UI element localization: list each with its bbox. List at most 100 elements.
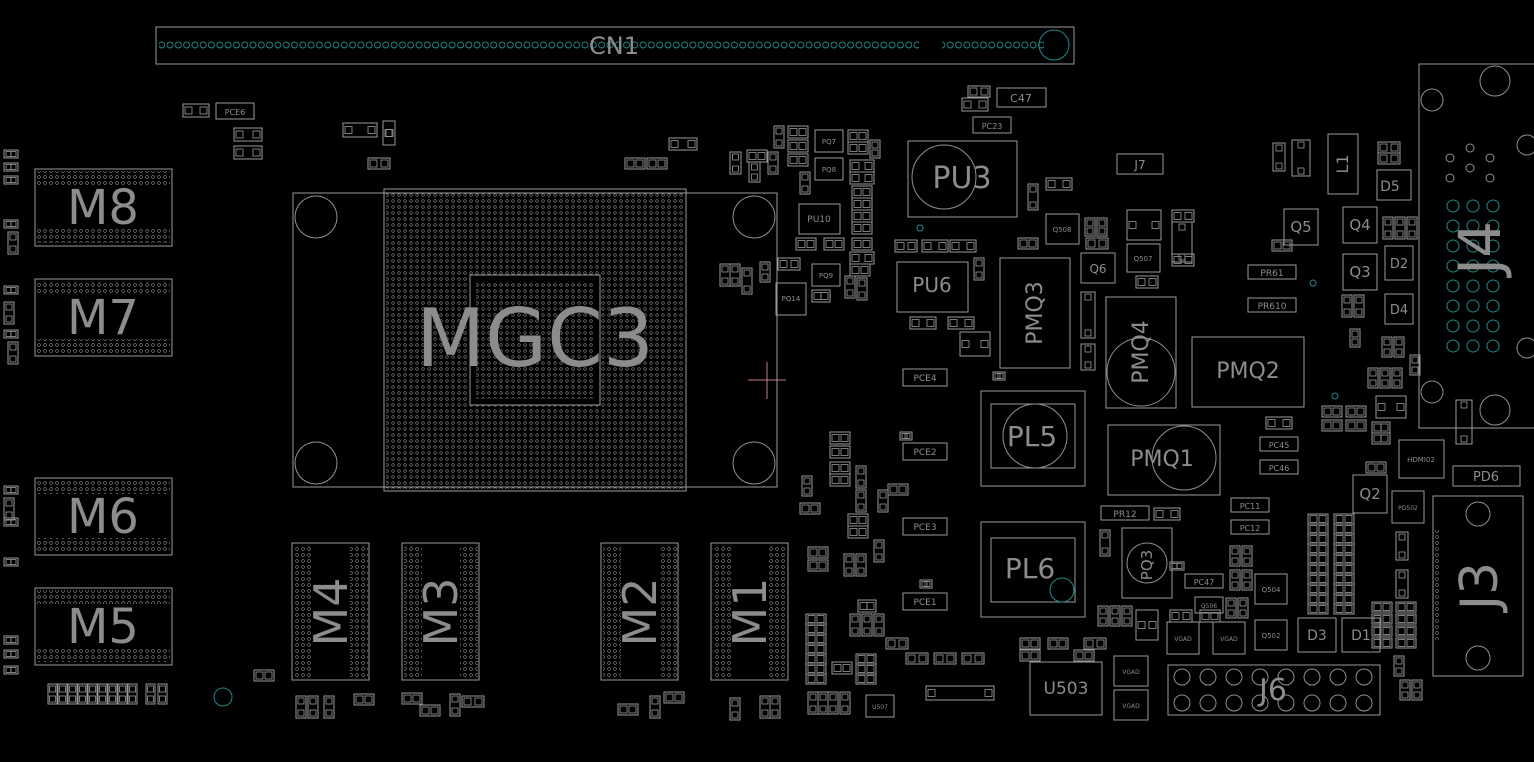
component-q504[interactable]: Q504 <box>1254 573 1288 605</box>
component-pce1[interactable]: PCE1 <box>902 592 948 611</box>
memory-module-m5[interactable]: M5 <box>34 587 173 666</box>
component-vgad-4[interactable]: VGAD <box>1113 689 1149 721</box>
pad <box>1318 535 1327 543</box>
ic-pq14[interactable]: PQ14 <box>775 282 807 316</box>
memory-module-m3[interactable]: M3 <box>401 542 480 681</box>
component-l1[interactable]: L1 <box>1327 133 1359 195</box>
memory-module-m7[interactable]: M7 <box>34 278 173 357</box>
pad <box>5 487 12 493</box>
passive-footprint <box>921 239 949 253</box>
component-pr12[interactable]: PR12 <box>1100 505 1150 521</box>
component-q6[interactable]: Q6 <box>1080 252 1116 284</box>
pad <box>748 152 757 160</box>
component-q2[interactable]: Q2 <box>1352 474 1388 514</box>
passive-footprint <box>849 171 875 185</box>
pad <box>412 694 421 703</box>
pad <box>1275 162 1283 170</box>
inductor-pl5[interactable]: PL5 <box>980 390 1086 487</box>
pad <box>1397 627 1406 635</box>
mosfet-pmq4[interactable]: PMQ4 <box>1105 296 1177 409</box>
component-c47[interactable]: C47 <box>996 87 1047 108</box>
connector-j6[interactable]: J6 <box>1167 664 1381 716</box>
component-pce3[interactable]: PCE3 <box>902 517 948 536</box>
pad <box>1084 345 1092 353</box>
component-vgad-2[interactable]: VGAD <box>1212 621 1246 655</box>
component-hdmi[interactable]: HDMI02 <box>1398 439 1445 479</box>
j4-label: J4 <box>1446 221 1514 278</box>
component-pc45[interactable]: PC45 <box>1259 436 1299 452</box>
component-d4[interactable]: D4 <box>1384 293 1414 325</box>
passive-footprint <box>801 475 813 497</box>
component-j7[interactable]: J7 <box>1116 153 1164 175</box>
pad <box>801 173 809 181</box>
ic-pu3[interactable]: PU3 <box>907 140 1018 218</box>
pmq2-label: PMQ2 <box>1216 359 1280 384</box>
j6-pin <box>1225 668 1243 686</box>
component-pc11[interactable]: PC11 <box>1230 497 1270 513</box>
component-q506[interactable]: Q506 <box>1194 596 1224 614</box>
component-u507[interactable]: U507 <box>865 694 895 718</box>
component-vgad-1[interactable]: VGAD <box>1166 621 1200 655</box>
component-q508[interactable]: Q508 <box>1045 213 1080 245</box>
component-pr61[interactable]: PR61 <box>1247 264 1297 280</box>
component-pq8[interactable]: PQ8 <box>814 157 844 181</box>
ic-u503[interactable]: U503 <box>1029 661 1103 716</box>
pad <box>79 685 86 693</box>
component-d2[interactable]: D2 <box>1384 245 1414 281</box>
component-pd502[interactable]: PD502 <box>1391 490 1425 524</box>
component-pce6[interactable]: PCE6 <box>215 102 255 120</box>
mosfet-pmq1[interactable]: PMQ1 <box>1107 424 1221 496</box>
pad <box>1397 639 1406 647</box>
connector-j4[interactable]: J4 <box>1418 63 1534 429</box>
passive-footprint <box>1353 294 1365 318</box>
component-q4[interactable]: Q4 <box>1342 206 1378 244</box>
ic-pu10[interactable]: PU10 <box>798 203 841 235</box>
component-pc23[interactable]: PC23 <box>972 116 1012 134</box>
memory-module-m8[interactable]: M8 <box>34 168 173 247</box>
component-d3[interactable]: D3 <box>1297 617 1337 653</box>
component-q3[interactable]: Q3 <box>1342 253 1378 291</box>
component-q5[interactable]: Q5 <box>1283 208 1319 246</box>
passive-footprint <box>1455 399 1473 445</box>
component-pc47[interactable]: PC47 <box>1184 573 1224 589</box>
inductor-pl6[interactable]: PL6 <box>980 521 1086 618</box>
pad <box>1128 221 1137 229</box>
memory-module-m4[interactable]: M4 <box>291 542 370 681</box>
passive-footprint <box>885 637 909 650</box>
pad <box>1373 627 1382 635</box>
ic-pu6[interactable]: PU6 <box>896 261 969 313</box>
component-pc12[interactable]: PC12 <box>1230 519 1270 535</box>
component-pd6[interactable]: PD6 <box>1452 465 1521 487</box>
passive-footprint <box>3 557 19 567</box>
component-pq7[interactable]: PQ7 <box>814 129 844 153</box>
connector-cn1[interactable]: CN1 <box>155 26 1075 65</box>
pad <box>1397 615 1406 623</box>
pad <box>761 273 769 281</box>
mosfet-pmq3[interactable]: PMQ3 <box>999 257 1071 369</box>
main-chip-mgc3[interactable]: MGC3 <box>292 188 778 492</box>
pad <box>10 287 17 293</box>
component-q507[interactable]: Q507 <box>1126 243 1161 273</box>
transistor-pq3[interactable]: PQ3 <box>1121 527 1173 599</box>
component-pr610[interactable]: PR610 <box>1247 297 1297 313</box>
mosfet-pmq2[interactable]: PMQ2 <box>1191 336 1305 408</box>
pad <box>918 654 927 663</box>
memory-module-m2[interactable]: M2 <box>600 542 679 681</box>
pad <box>10 177 17 183</box>
memory-module-m6[interactable]: M6 <box>34 477 173 556</box>
component-d5[interactable]: D5 <box>1376 169 1412 201</box>
component-pce2[interactable]: PCE2 <box>902 442 948 461</box>
connector-j3[interactable]: J3 <box>1432 495 1524 677</box>
pad <box>790 260 799 268</box>
component-pce4[interactable]: PCE4 <box>902 368 948 387</box>
pad <box>1021 639 1030 648</box>
component-pc46[interactable]: PC46 <box>1259 459 1299 475</box>
component-vgad-3[interactable]: VGAD <box>1113 655 1149 687</box>
j6-pin <box>1199 668 1217 686</box>
component-pq9[interactable]: PQ9 <box>811 263 841 287</box>
component-q502[interactable]: Q502 <box>1254 619 1288 651</box>
pad <box>831 448 840 456</box>
pad <box>1171 563 1178 569</box>
memory-module-m1[interactable]: M1 <box>710 542 789 681</box>
component-d1[interactable]: D1 <box>1341 617 1381 653</box>
